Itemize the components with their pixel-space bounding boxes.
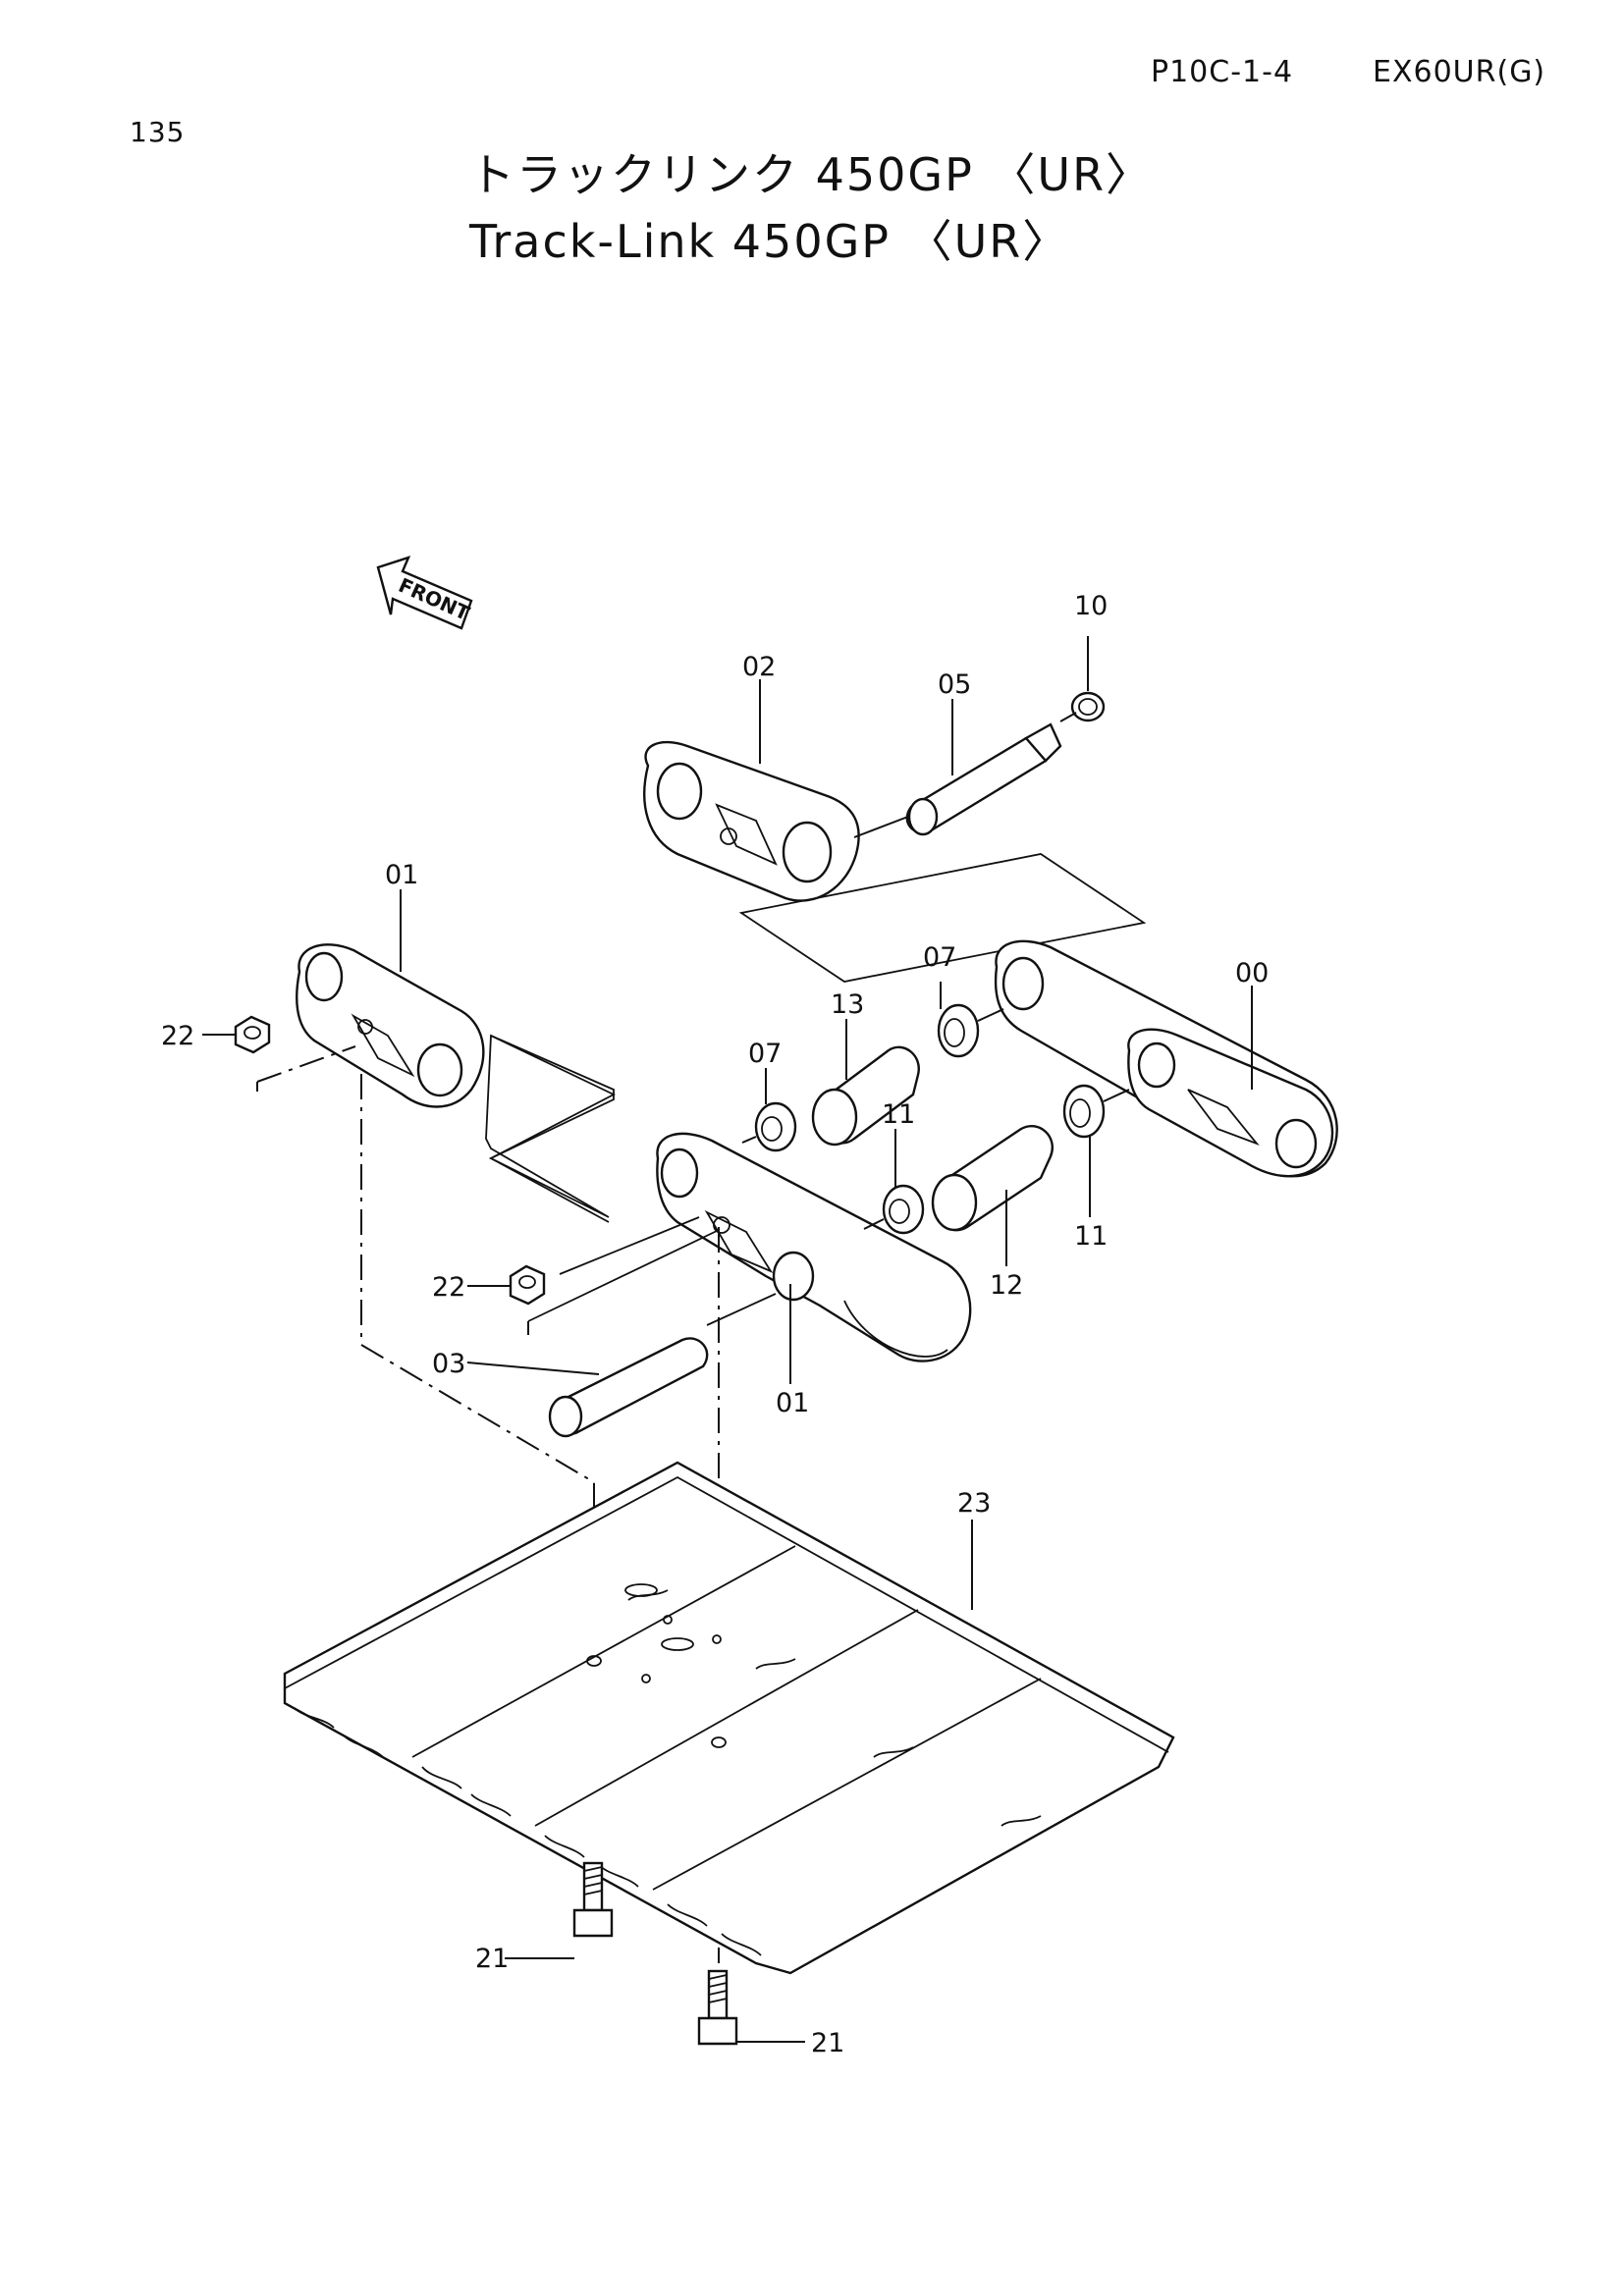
projection-plane-01 <box>485 1034 615 1218</box>
seal-07-left <box>754 1101 797 1152</box>
seal-11-right <box>1062 1084 1106 1139</box>
page-code: P10C-1-4 <box>1151 55 1294 89</box>
track-link-assembly-00 <box>994 939 1338 1178</box>
nut-22-bottom <box>509 1264 546 1306</box>
bushing-12 <box>931 1124 1054 1232</box>
title-english: Track-Link 450GP 〈UR〉 <box>469 215 1070 268</box>
callout-10: 10 <box>1074 591 1108 621</box>
snap-ring-10 <box>1070 691 1106 722</box>
pin-03 <box>548 1337 709 1438</box>
title-japanese: トラックリンク 450GP 〈UR〉 <box>469 148 1154 201</box>
track-link-02 <box>643 740 860 902</box>
callout-11-right: 11 <box>1074 1221 1108 1252</box>
pin-05 <box>905 722 1062 836</box>
callout-23: 23 <box>957 1488 991 1519</box>
callout-22-bottom: 22 <box>432 1272 465 1303</box>
callout-22-top: 22 <box>161 1021 194 1051</box>
callout-07-right: 07 <box>923 942 956 973</box>
guide-line-left <box>360 1074 595 1747</box>
nut-22-top <box>234 1015 271 1054</box>
bolt-21-right <box>697 1969 738 2046</box>
front-arrow: FRONT <box>376 556 473 630</box>
bushing-13 <box>811 1045 920 1147</box>
projection-plane-02 <box>738 853 1147 983</box>
callout-12: 12 <box>990 1270 1023 1301</box>
callout-07-left: 07 <box>748 1039 782 1069</box>
callout-21-right: 21 <box>811 2028 844 2058</box>
model-code: EX60UR(G) <box>1373 55 1546 89</box>
callout-11-left: 11 <box>882 1099 915 1130</box>
callout-05: 05 <box>938 669 971 700</box>
callout-21-left: 21 <box>475 1944 509 1974</box>
callout-03: 03 <box>432 1349 465 1379</box>
callout-01-bottom: 01 <box>776 1388 809 1418</box>
bolt-21-left <box>572 1861 614 1938</box>
track-link-01-top <box>296 943 485 1108</box>
track-link-01-bottom <box>656 1132 972 1362</box>
callout-01-top: 01 <box>385 860 418 890</box>
page-number: 135 <box>130 116 186 148</box>
callout-13: 13 <box>831 989 864 1020</box>
callout-00: 00 <box>1235 958 1269 988</box>
track-shoe-23 <box>283 1461 1175 1975</box>
seal-07-right <box>937 1003 980 1058</box>
seal-11-left <box>882 1184 925 1235</box>
callout-02: 02 <box>742 652 776 682</box>
